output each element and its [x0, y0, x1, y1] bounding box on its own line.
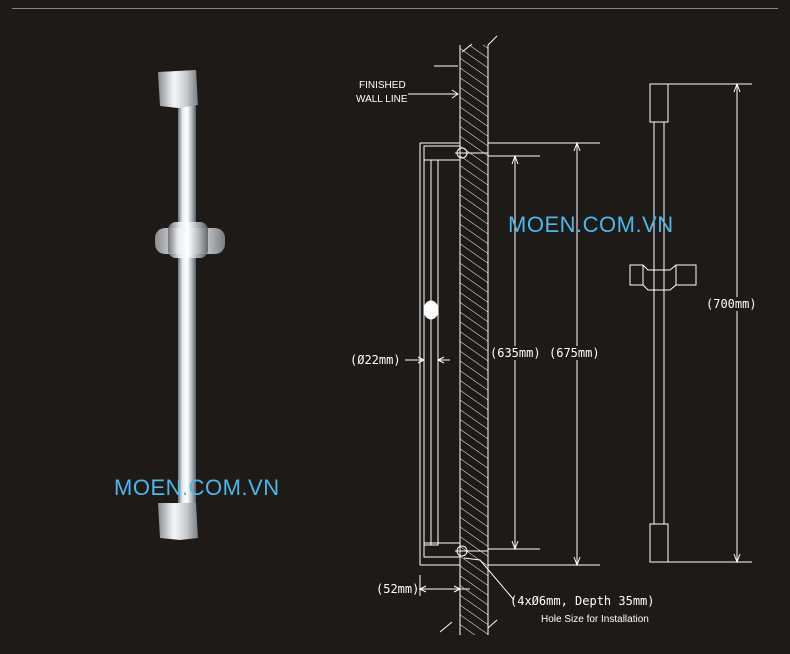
front-slider — [629, 264, 697, 291]
watermark-left: MOEN.COM.VN — [114, 475, 280, 500]
hole-spec-label: (4xØ6mm, Depth 35mm) — [510, 594, 655, 608]
dim-700-label: (700mm) — [706, 297, 757, 311]
dim-635-label: (635mm) — [490, 346, 541, 360]
top-bracket — [158, 70, 198, 108]
hole-note-label: Hole Size for Installation — [541, 614, 649, 625]
finished-label-line2: WALL LINE — [356, 94, 408, 105]
wall-hatch — [460, 45, 488, 635]
dim-675-label: (675mm) — [549, 346, 600, 360]
dim-diameter-label: (Ø22mm) — [350, 353, 401, 367]
dim-52-label: (52mm) — [376, 582, 420, 596]
watermark-right: MOEN.COM.VN — [508, 212, 674, 237]
bottom-bracket — [158, 503, 198, 540]
finished-label-line1: FINISHED — [359, 80, 406, 91]
rail-tube — [178, 100, 196, 518]
top-divider — [12, 8, 778, 9]
